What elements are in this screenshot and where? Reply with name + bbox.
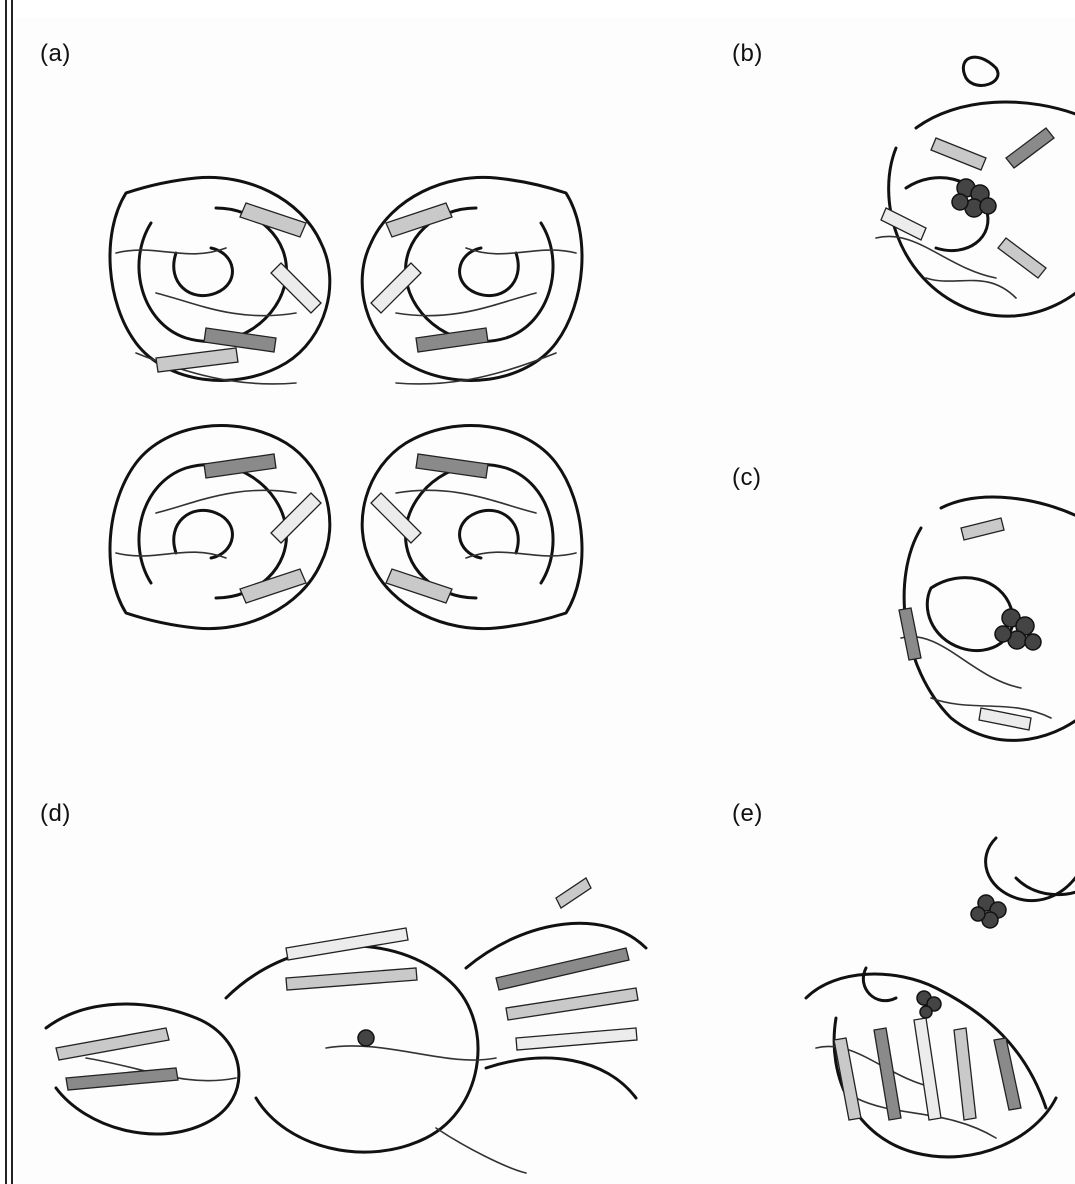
panel-b-monomer-ribbon: [856, 38, 1075, 328]
panel-a-subunit-top-right: [362, 177, 582, 384]
panel-label-b: (b): [732, 40, 763, 68]
panel-d-metal-ion: [358, 1030, 374, 1046]
figure-canvas: (a) (b) (c) (d) (e): [16, 18, 1075, 1184]
figure-border-left-outer: [5, 0, 7, 1184]
panel-b-ligand-spheres: [952, 179, 996, 217]
panel-label-e: (e): [732, 800, 763, 828]
panel-e-assembly-ribbon: [796, 818, 1075, 1173]
panel-a-tetramer-ribbon: [96, 153, 596, 653]
panel-label-d: (d): [40, 800, 71, 828]
panel-e-ligand-spheres-bottom: [917, 991, 941, 1018]
panel-label-c: (c): [732, 464, 761, 492]
panel-e-ligand-spheres-top: [971, 895, 1006, 928]
panel-a-subunit-top-left: [110, 177, 330, 384]
figure-border-left-inner: [11, 0, 13, 1184]
panel-label-a: (a): [40, 40, 71, 68]
panel-d-side-view-ribbon: [26, 868, 666, 1173]
panel-a-subunit-bottom-right: [362, 426, 582, 629]
panel-c-monomer-ribbon: [891, 488, 1075, 758]
panel-a-subunit-bottom-left: [110, 426, 330, 629]
